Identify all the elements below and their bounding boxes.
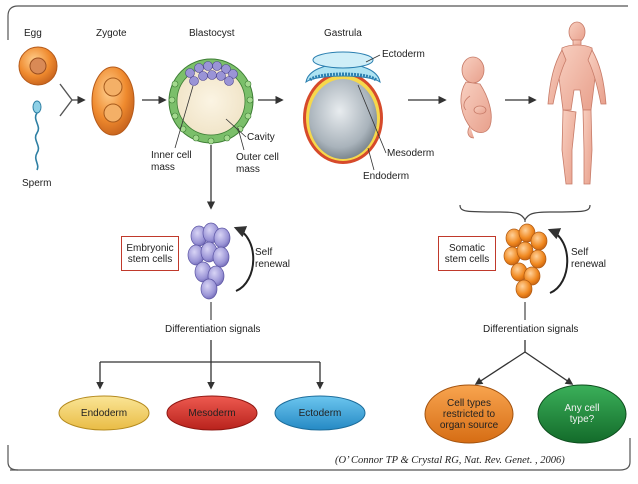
frame-bottom-right	[10, 438, 631, 471]
mesoderm-outcome-label: Mesoderm	[188, 407, 236, 419]
label-cavity: Cavity	[247, 132, 275, 143]
differentiation-signals-right: Differentiation signals	[483, 324, 579, 335]
embryonic-box-line2: stem cells	[127, 253, 173, 265]
label-ectoderm-layer: Ectoderm	[382, 49, 425, 60]
differentiation-signals-left: Differentiation signals	[165, 324, 261, 335]
label-inner-cell-mass-2: mass	[151, 162, 175, 173]
restricted-line3: organ source	[439, 419, 499, 431]
any-cell-oval	[537, 384, 627, 444]
arrow-to-restricted	[474, 351, 526, 385]
embryonic-box-line1: Embryonic	[126, 242, 174, 254]
self-renewal-label-left-1: Self	[255, 247, 273, 258]
any-cell-line1: Any cell	[564, 403, 600, 414]
frame-top-left	[7, 5, 628, 40]
endoderm-oval	[58, 395, 150, 431]
gastrula	[303, 51, 387, 171]
self-renewal-label-right-1: Self	[571, 247, 589, 258]
somatic-stem-cell-cluster	[503, 223, 548, 299]
label-gastrula: Gastrula	[324, 28, 362, 39]
label-sperm: Sperm	[22, 178, 52, 189]
restricted-oval	[424, 384, 514, 444]
citation: (O’ Connor TP & Crystal RG, Nat. Rev. Ge…	[335, 455, 565, 466]
ectoderm-oval	[274, 395, 366, 431]
somatic-box-line1: Somatic	[448, 242, 486, 254]
label-mesoderm-layer: Mesoderm	[387, 148, 435, 159]
label-endoderm-layer: Endoderm	[363, 171, 410, 182]
restricted-outcome-label: Cell types restricted to organ source	[429, 396, 509, 432]
fetus-figure	[460, 56, 492, 139]
label-blastocyst: Blastocyst	[189, 28, 235, 39]
embryonic-stem-cell-cluster	[187, 222, 231, 300]
label-outer-cell-mass-1: Outer cell	[236, 152, 279, 163]
any-cell-line2: type?	[569, 414, 595, 425]
embryonic-stem-cells-box: Embryonic stem cells	[121, 236, 179, 271]
somatic-box-line2: stem cells	[444, 253, 490, 265]
any-cell-outcome-label: Any cell type?	[542, 402, 622, 426]
arrow-to-any-cell	[524, 351, 574, 385]
sperm-cell	[32, 100, 42, 171]
zygote-cell	[91, 66, 135, 136]
merge-connector	[59, 83, 73, 117]
self-renewal-label-left-2: renewal	[255, 259, 291, 270]
egg-cell	[18, 46, 58, 86]
frame-bottom-left	[7, 445, 19, 471]
self-renewal-label-right-2: renewal	[571, 259, 607, 270]
blastocyst	[168, 58, 254, 151]
self-renewal-arrow-somatic	[547, 228, 569, 294]
restricted-line2: restricted to	[442, 408, 496, 420]
label-outer-cell-mass-2: mass	[236, 164, 260, 175]
endoderm-outcome-label: Endoderm	[80, 407, 128, 419]
self-renewal-arrow-embryonic	[233, 226, 255, 292]
restricted-line1: Cell types	[447, 397, 491, 409]
ectoderm-outcome-label: Ectoderm	[298, 407, 342, 419]
somatic-stem-cells-box: Somatic stem cells	[438, 236, 496, 271]
label-inner-cell-mass-1: Inner cell	[151, 150, 192, 161]
bracket-brace	[459, 204, 591, 222]
adult-human-figure	[547, 21, 607, 185]
label-zygote: Zygote	[96, 28, 127, 39]
label-egg: Egg	[24, 28, 42, 39]
mesoderm-oval	[166, 395, 258, 431]
